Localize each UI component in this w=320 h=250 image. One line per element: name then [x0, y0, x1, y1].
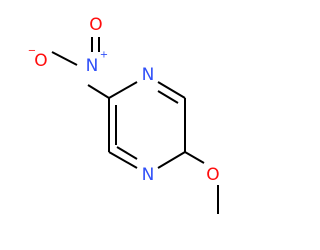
bond-c1-n-top	[108, 81, 138, 99]
bonds	[51, 37, 219, 214]
bond-n-nitro-o-single	[51, 51, 78, 66]
atom-oxygen-methoxy: O	[206, 165, 219, 185]
atom-nitrogen-ring-top: N	[142, 65, 155, 85]
atom-oxygen-nitro-double: O	[89, 15, 102, 35]
atom-nitrogen-nitro: N	[86, 56, 99, 76]
molecule-structure: N N N + O O − O	[28, 15, 220, 214]
bond-n-bottom-c-lower-left-inner	[116, 146, 138, 160]
bond-c-lower-right-o-methoxy	[184, 151, 205, 164]
bond-c-lower-right-n-bottom	[157, 151, 186, 169]
bond-n-top-c-right	[157, 81, 186, 99]
atoms: N N N + O O − O	[28, 15, 220, 185]
bond-c1-n-nitro	[87, 84, 110, 99]
atom-nitrogen-ring-bottom: N	[142, 165, 155, 185]
charge-nitrogen-nitro: +	[100, 50, 108, 61]
bond-n-bottom-c-lower-left	[108, 151, 138, 169]
bond-n-top-c-right-inner	[157, 90, 179, 104]
charge-oxygen-nitro-single: −	[28, 46, 36, 57]
atom-oxygen-nitro-single: O	[34, 51, 47, 71]
